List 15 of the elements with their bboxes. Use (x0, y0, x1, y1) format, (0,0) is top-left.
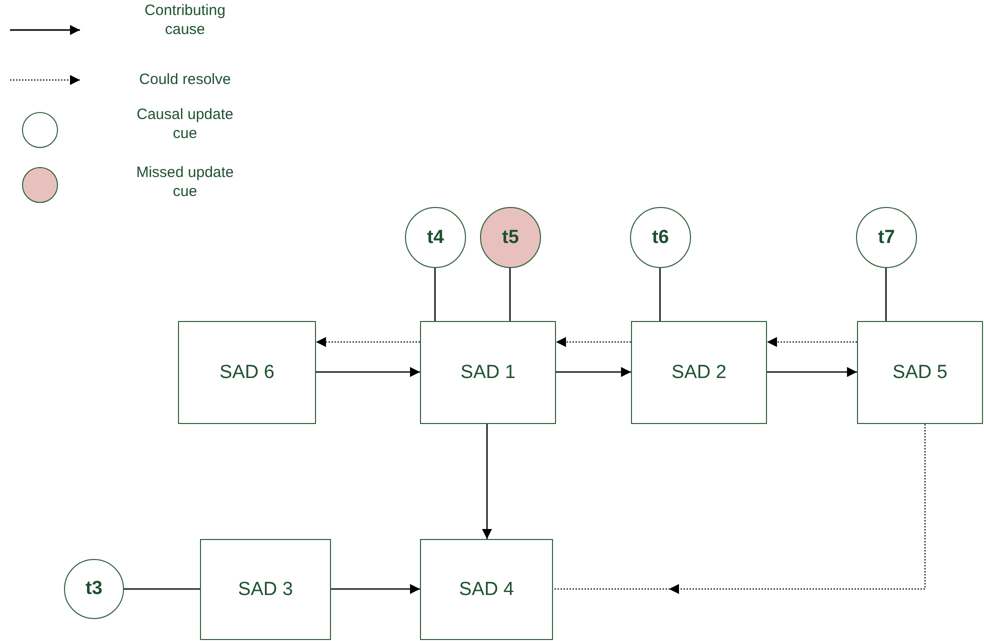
cue-circle: t5 (480, 207, 541, 268)
legend-text: Contributing cause (144, 2, 226, 40)
cue-circle: t6 (630, 207, 691, 268)
process-box: SAD 2 (631, 321, 767, 424)
process-box: SAD 5 (857, 321, 983, 424)
cue-circle: t7 (856, 207, 917, 268)
cue-circle: t3 (64, 559, 124, 619)
process-box: SAD 1 (420, 321, 556, 424)
process-box: SAD 4 (420, 539, 553, 640)
process-box: SAD 6 (178, 321, 316, 424)
legend-text: Could resolve (138, 71, 232, 90)
cue-circle: t4 (405, 207, 466, 268)
legend-text: Causal update cue (136, 106, 234, 144)
legend-text: Missed update cue (135, 164, 235, 202)
process-box: SAD 3 (200, 539, 331, 640)
